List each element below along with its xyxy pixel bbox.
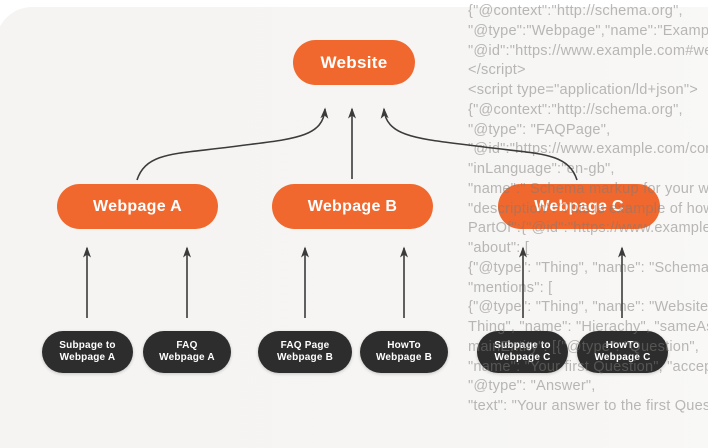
node-label-line1: HowTo — [605, 339, 640, 351]
schema-hierarchy-diagram: { "diagram": { "website": { "label": "We… — [0, 3, 708, 448]
node-label-line2: Webpage A — [159, 352, 215, 363]
node-label-line2: Webpage C — [594, 352, 651, 363]
node-label-line1: FAQ — [176, 339, 198, 351]
node-webpage-b: Webpage B — [272, 184, 433, 229]
node-subpage-to-webpage-a: Subpage to Webpage A — [42, 331, 133, 373]
node-faq-webpage-a: FAQ Webpage A — [143, 331, 231, 373]
node-label-line2: Webpage B — [276, 352, 334, 363]
node-label-line2: Webpage B — [375, 352, 433, 363]
node-webpage-c: Webpage C — [498, 184, 660, 229]
node-webpage-a: Webpage A — [57, 184, 218, 229]
node-label-line1: FAQ Page — [280, 339, 330, 351]
node-website: Website — [293, 40, 415, 85]
node-label-line1: Subpage to — [59, 339, 116, 351]
node-label-line1: Subpage to — [494, 339, 551, 351]
node-subpage-to-webpage-c: Subpage to Webpage C — [477, 331, 568, 373]
node-faq-page-webpage-b: FAQ Page Webpage B — [258, 331, 352, 373]
node-label-line2: Webpage C — [494, 352, 551, 363]
node-label-line1: HowTo — [387, 339, 421, 351]
node-label-line2: Webpage A — [59, 352, 116, 363]
node-howto-webpage-b: HowTo Webpage B — [360, 331, 448, 373]
node-howto-webpage-c: HowTo Webpage C — [577, 331, 668, 373]
